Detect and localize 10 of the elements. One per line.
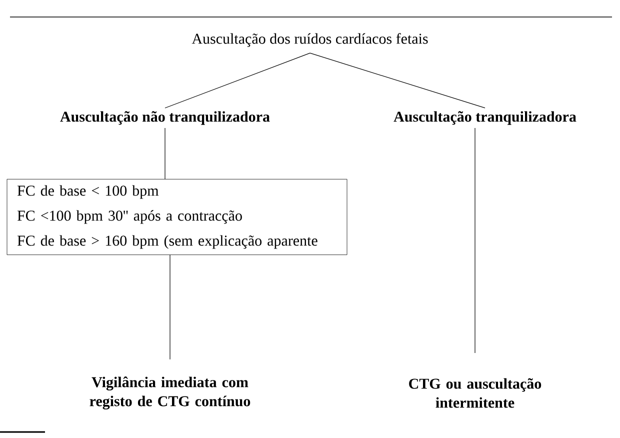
action-text: CTG ou auscultação intermitente — [409, 378, 542, 408]
connector-line — [310, 52, 486, 108]
action-text: Vigilância imediata com registo de CTG contínuo — [90, 376, 250, 410]
connector-line — [164, 52, 310, 108]
outcome-text: Auscultação tranquilizadora — [394, 111, 576, 125]
heading-text: Auscultação dos ruídos cardíacos fetais — [192, 33, 428, 47]
connector-line — [474, 128, 476, 354]
outcome-text: Auscultação não tranquilizadora — [60, 111, 270, 125]
criteria-box: FC de base < 100 bpm FC <100 bpm 30'' após a contracção FC de base > 160 bpm (sem explicação aparente — [6, 179, 348, 255]
connector-line — [164, 128, 166, 180]
